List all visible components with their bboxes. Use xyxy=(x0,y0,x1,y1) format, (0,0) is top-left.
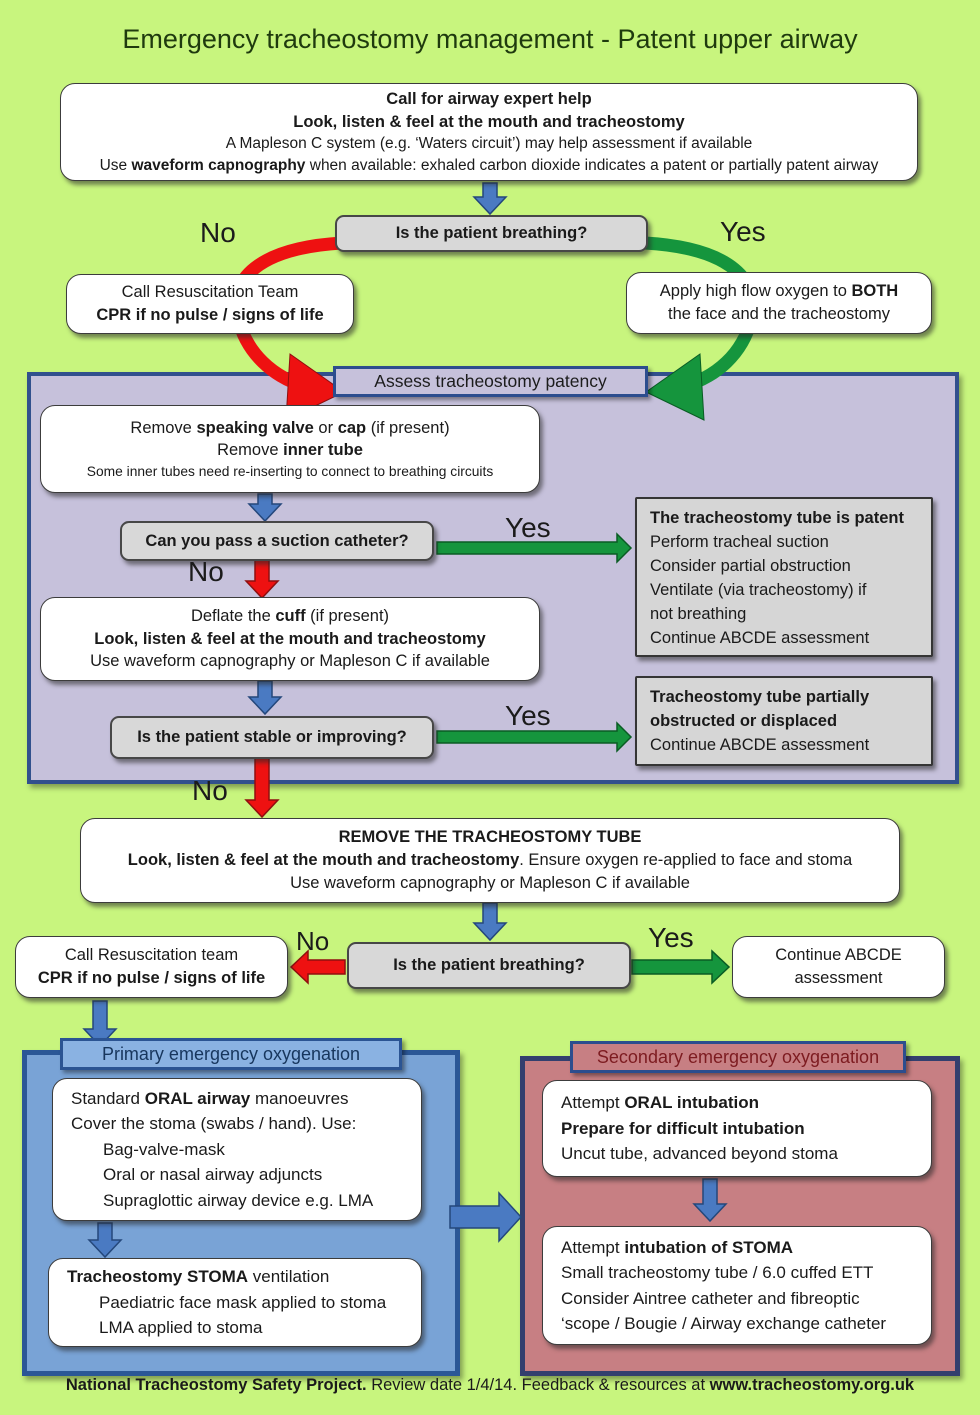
deflate-line3: Use waveform capnography or Mapleson C i… xyxy=(90,652,490,671)
call-expert-line2: Look, listen & feel at the mouth and tra… xyxy=(293,112,685,131)
oral-manoeuvres-box: Standard ORAL airway manoeuvres Cover th… xyxy=(52,1078,422,1221)
patent-line3: Consider partial obstruction xyxy=(650,556,851,575)
no-label-stable: No xyxy=(192,775,228,806)
yes-label-suction: Yes xyxy=(505,512,551,543)
tube-patent-box: The tracheostomy tube is patent Perform … xyxy=(635,497,933,657)
call-expert-line1: Call for airway expert help xyxy=(386,89,592,108)
oral-intubation-box: Attempt ORAL intubation Prepare for diff… xyxy=(542,1080,932,1177)
primary2-line3: LMA applied to stoma xyxy=(99,1318,263,1338)
arrow-primary-to-secondary xyxy=(449,1191,523,1243)
resus1-line1: Call Resuscitation Team xyxy=(121,283,299,302)
remove-tube-line2: Look, listen & feel at the mouth and tra… xyxy=(127,851,853,870)
yes-label-2: Yes xyxy=(648,922,694,953)
suction-question: Can you pass a suction catheter? xyxy=(120,521,434,561)
resus2-line2: CPR if no pulse / signs of life xyxy=(37,969,266,987)
continue-line2: assessment xyxy=(794,969,883,987)
primary1-line4: Oral or nasal airway adjuncts xyxy=(103,1165,323,1185)
call-expert-box: Call for airway expert help Look, listen… xyxy=(60,83,918,181)
stoma-ventilation-box: Tracheostomy STOMA ventilation Paediatri… xyxy=(48,1258,422,1347)
secondary1-line2: Prepare for difficult intubation xyxy=(561,1118,805,1138)
patent-line5: not breathing xyxy=(650,604,747,623)
patent-line2: Perform tracheal suction xyxy=(650,532,829,551)
secondary1-line1: Attempt ORAL intubation xyxy=(561,1093,760,1113)
secondary2-line1: Attempt intubation of STOMA xyxy=(561,1237,794,1257)
secondary1-line3: Uncut tube, advanced beyond stoma xyxy=(561,1144,838,1164)
stable-question-label: Is the patient stable or improving? xyxy=(137,728,407,747)
primary1-line5: Supraglottic airway device e.g. LMA xyxy=(103,1190,374,1210)
resus1-line2: CPR if no pulse / signs of life xyxy=(96,306,324,324)
remove-line1: Remove speaking valve or cap (if present… xyxy=(130,418,450,437)
footer: National Tracheostomy Safety Project. Re… xyxy=(65,1376,915,1394)
arrow-removetube-to-breathing2 xyxy=(472,902,508,942)
page-title: Emergency tracheostomy management - Pate… xyxy=(122,24,858,54)
partial-line2: obstructed or displaced xyxy=(650,711,838,730)
tube-partial-box: Tracheostomy tube partially obstructed o… xyxy=(635,676,933,766)
primary2-line1: Tracheostomy STOMA ventilation xyxy=(67,1267,330,1287)
partial-line1: Tracheostomy tube partially xyxy=(650,688,870,706)
high-flow-oxygen-box: Apply high flow oxygen to BOTH the face … xyxy=(626,272,932,334)
stable-question: Is the patient stable or improving? xyxy=(110,716,434,759)
call-expert-line3: A Mapleson C system (e.g. ‘Waters circui… xyxy=(225,135,753,153)
continue-line1: Continue ABCDE xyxy=(775,946,902,965)
stoma-intubation-box: Attempt intubation of STOMA Small trache… xyxy=(542,1226,932,1345)
secondary2-line3: Consider Aintree catheter and fibreoptic xyxy=(561,1288,860,1308)
assess-patency-header: Assess tracheostomy patency xyxy=(333,366,648,397)
yes-label-1: Yes xyxy=(720,216,766,247)
resuscitation-box-1: Call Resuscitation Team CPR if no pulse … xyxy=(66,274,354,334)
primary-oxygenation-header: Primary emergency oxygenation xyxy=(60,1038,402,1070)
call-expert-line4: Use waveform capnography when available:… xyxy=(99,156,879,174)
deflate-line1: Deflate the cuff (if present) xyxy=(190,606,390,625)
deflate-line2: Look, listen & feel at the mouth and tra… xyxy=(94,629,486,648)
primary2-line2: Paediatric face mask applied to stoma xyxy=(99,1292,387,1312)
remove-line2: Remove inner tube xyxy=(217,441,363,460)
deflate-cuff-box: Deflate the cuff (if present) Look, list… xyxy=(40,597,540,681)
no-label-suction: No xyxy=(188,556,224,587)
primary1-line1: Standard ORAL airway manoeuvres xyxy=(71,1088,349,1108)
yes-label-stable: Yes xyxy=(505,700,551,731)
secondary2-line4: ‘scope / Bougie / Airway exchange cathet… xyxy=(561,1314,887,1333)
oxygen-line2: the face and the tracheostomy xyxy=(668,305,890,323)
primary1-line2: Cover the stoma (swabs / hand). Use: xyxy=(71,1114,357,1134)
no-label-2: No xyxy=(296,926,330,956)
breathing-question-2: Is the patient breathing? xyxy=(347,942,631,989)
patent-line4: Ventilate (via tracheostomy) if xyxy=(650,580,867,599)
remove-line3: Some inner tubes need re-inserting to co… xyxy=(86,464,494,480)
suction-question-label: Can you pass a suction catheter? xyxy=(145,531,409,550)
remove-valve-box: Remove speaking valve or cap (if present… xyxy=(40,405,540,493)
partial-line3: Continue ABCDE assessment xyxy=(650,735,870,754)
arrow-yes-breathing2 xyxy=(631,949,731,985)
remove-tube-box: REMOVE THE TRACHEOSTOMY TUBE Look, liste… xyxy=(80,818,900,903)
oxygen-line1: Apply high flow oxygen to BOTH xyxy=(659,282,899,301)
resuscitation-box-2: Call Resuscitation team CPR if no pulse … xyxy=(15,936,288,998)
breathing-question-1-label: Is the patient breathing? xyxy=(395,224,588,243)
patent-line6: Continue ABCDE assessment xyxy=(650,628,870,647)
arrow-expert-to-breathing xyxy=(472,182,508,216)
secondary-oxygenation-header: Secondary emergency oxygenation xyxy=(570,1041,906,1073)
secondary2-line2: Small tracheostomy tube / 6.0 cuffed ETT xyxy=(561,1263,874,1282)
continue-abcde-box: Continue ABCDE assessment xyxy=(732,936,945,998)
resus2-line1: Call Resuscitation team xyxy=(64,946,239,965)
breathing-question-2-label: Is the patient breathing? xyxy=(393,956,585,975)
breathing-question-1: Is the patient breathing? xyxy=(335,215,648,252)
patent-line1: The tracheostomy tube is patent xyxy=(650,509,904,527)
no-label-1: No xyxy=(200,217,236,248)
remove-tube-line3: Use waveform capnography or Mapleson C i… xyxy=(290,873,690,892)
primary1-line3: Bag-valve-mask xyxy=(103,1139,225,1159)
remove-tube-line1: REMOVE THE TRACHEOSTOMY TUBE xyxy=(338,828,642,847)
